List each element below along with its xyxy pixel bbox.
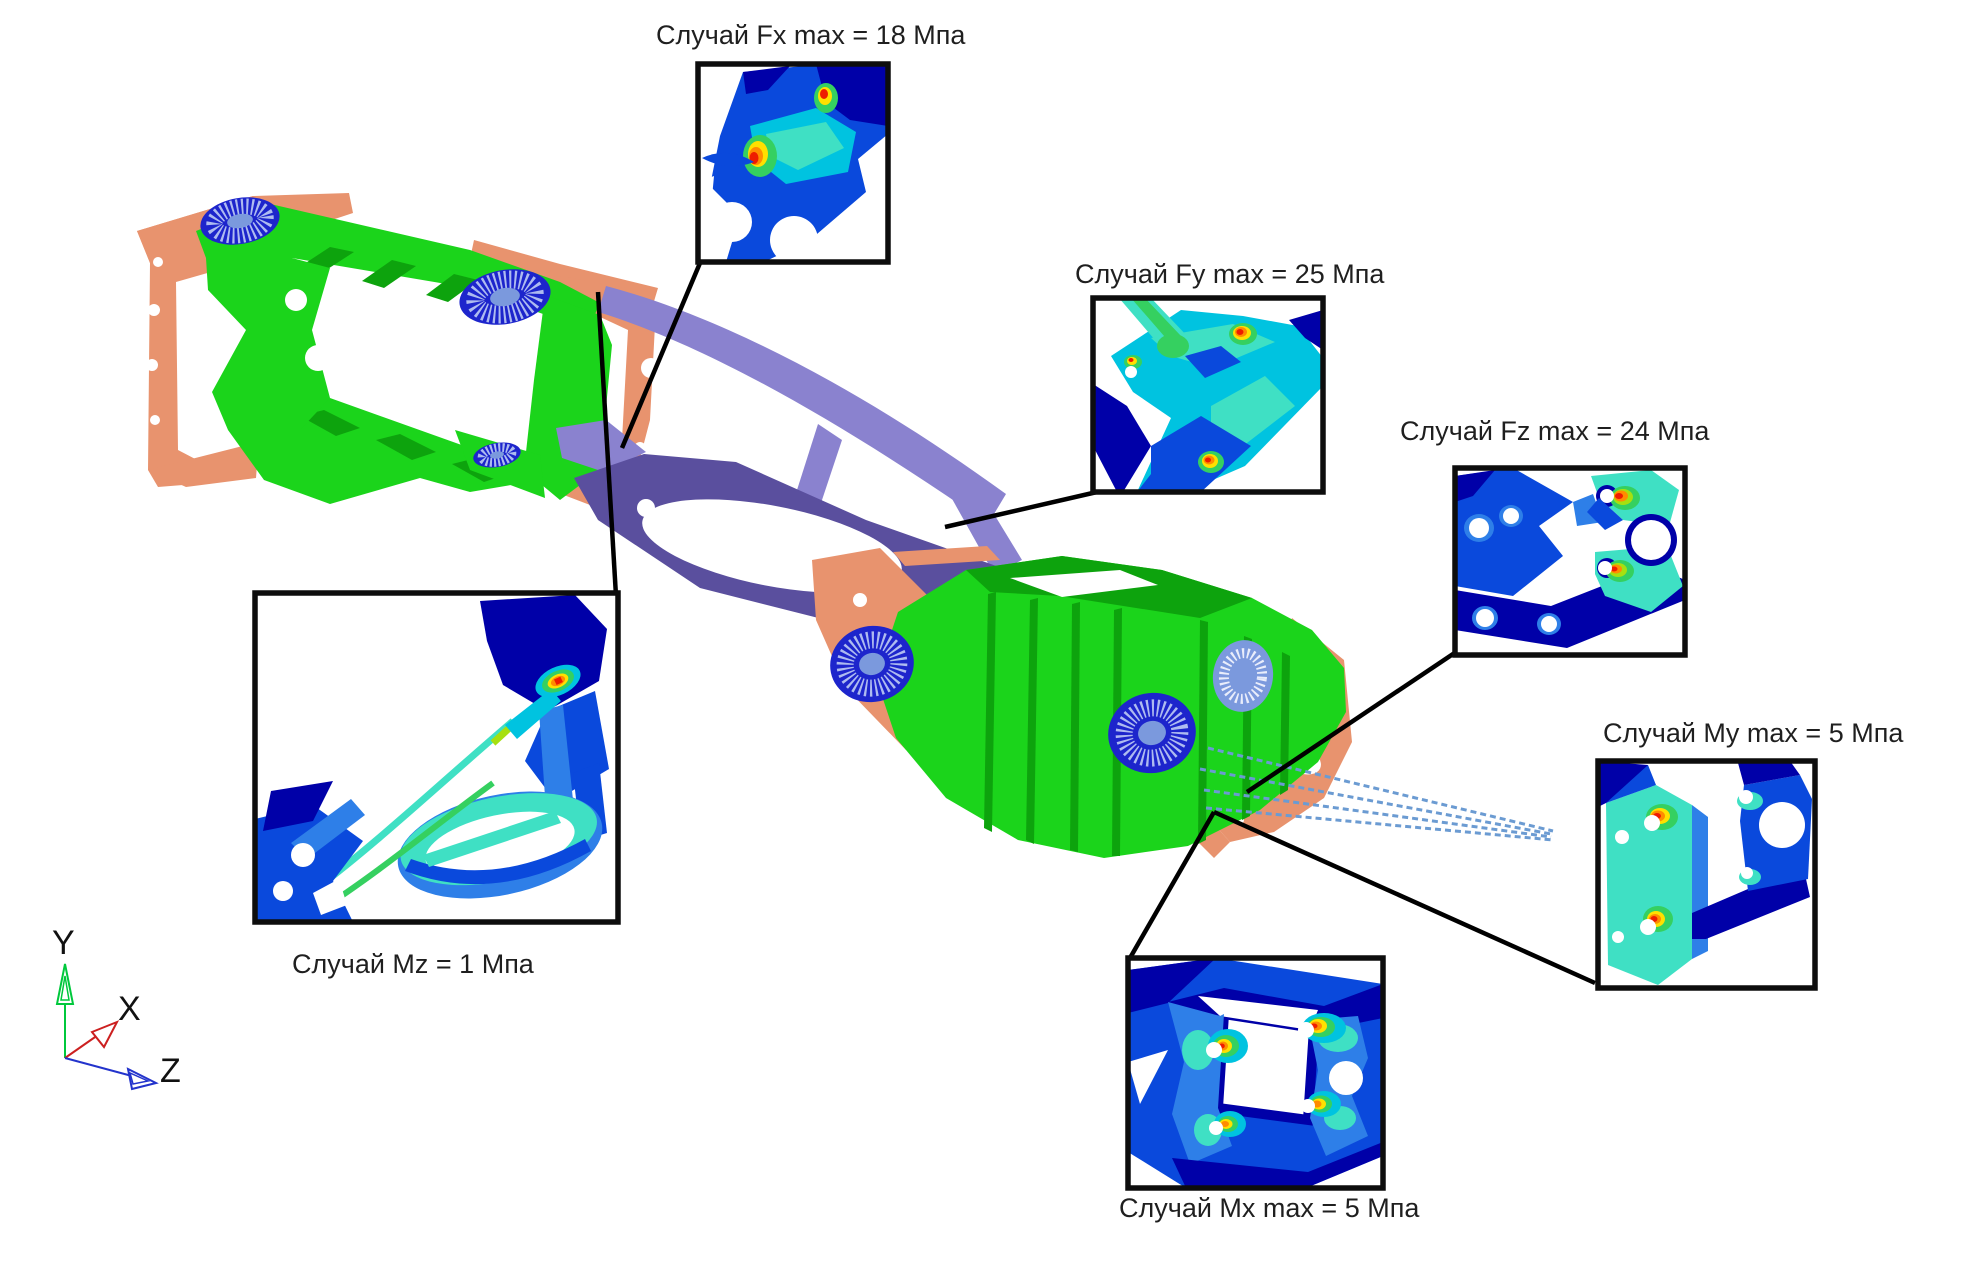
fastener-chains (1199, 746, 1554, 842)
axis-x-arrow (64, 1020, 120, 1059)
axis-label-z: Z (160, 1052, 181, 1090)
callout-label-fz: Случай Fz max = 24 Мпа (1400, 416, 1710, 446)
leader-line-mz (595, 291, 619, 597)
inset-fx (695, 61, 891, 265)
callout-label-fx: Случай Fx max = 18 Мпа (656, 20, 966, 50)
inset-mz (252, 590, 621, 925)
frame-bottom-right-green-body (876, 556, 1346, 858)
fastener-disc-a2 (459, 269, 551, 325)
inset-my (1595, 758, 1818, 991)
axis-z-arrow (64, 1057, 159, 1091)
axis-label-x: X (118, 990, 141, 1028)
fastener-disc-a3 (473, 442, 521, 468)
leader-line-mx (1128, 810, 1216, 960)
fastener-disc-b3 (1212, 640, 1274, 712)
leader-line-fx (619, 262, 703, 449)
fastener-disc-a1 (200, 197, 280, 245)
leader-line-fy (944, 489, 1098, 530)
callout-label-my: Случай My max = 5 Мпа (1603, 718, 1904, 748)
leader-line-fz (1245, 650, 1458, 794)
fastener-disc-b2 (1108, 692, 1196, 774)
leader-lines (595, 262, 1596, 986)
callout-label-mz: Случай Mz = 1 Мпа (292, 949, 534, 979)
frame-bottom-right (812, 546, 1554, 858)
coordinate-triad (55, 963, 159, 1091)
inset-fy (1090, 295, 1326, 495)
axis-y-arrow (55, 963, 75, 1058)
callout-label-fy: Случай Fy max = 25 Мпа (1075, 259, 1385, 289)
inset-fz (1452, 465, 1688, 658)
frame-top-left-green-body (196, 203, 612, 504)
callout-label-mx: Случай Mx max = 5 Мпа (1119, 1193, 1420, 1223)
inset-mx (1125, 955, 1386, 1191)
leader-line-my (1213, 809, 1596, 986)
fastener-disc-b1 (830, 625, 914, 703)
axis-label-y: Y (52, 924, 75, 962)
